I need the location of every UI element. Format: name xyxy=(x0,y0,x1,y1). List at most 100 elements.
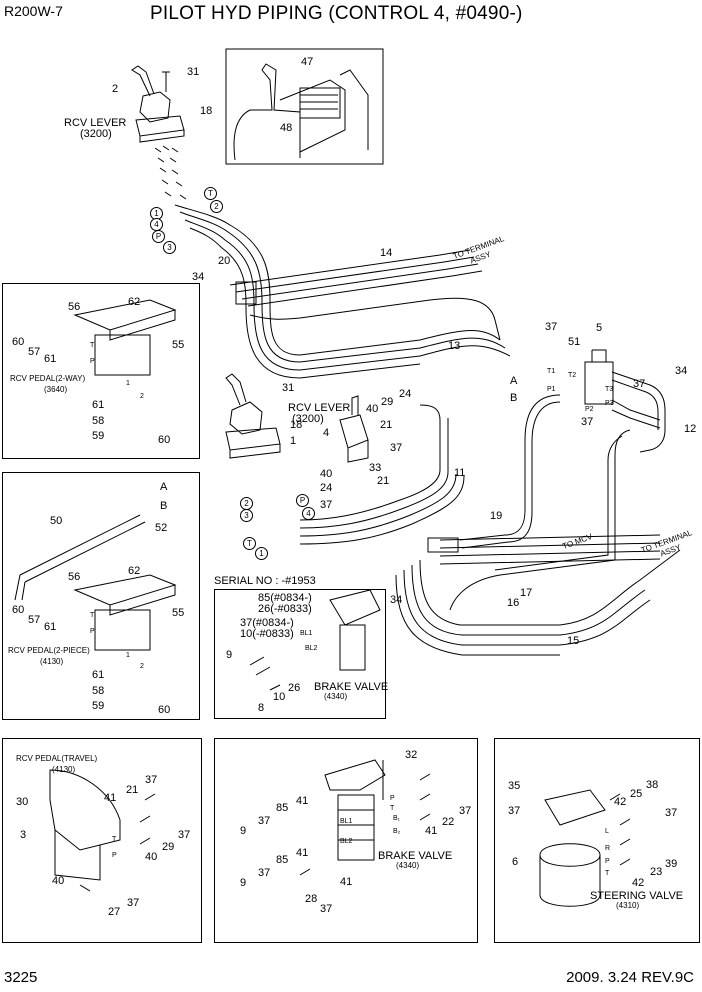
part-number: 16 xyxy=(507,597,520,609)
part-number: 62 xyxy=(128,296,141,308)
part-number: 56 xyxy=(68,571,81,583)
port-p1-label: P1 xyxy=(547,386,556,393)
port-a-label: A xyxy=(510,375,518,387)
part-number: 37 xyxy=(320,499,333,511)
port-label: T xyxy=(90,342,95,349)
part-number: 9 xyxy=(226,649,233,661)
part-number: 24 xyxy=(320,482,333,494)
circled-marker: 2 xyxy=(240,497,253,510)
part-number: 48 xyxy=(280,122,293,134)
port-t2-label: T2 xyxy=(568,372,577,379)
part-number: B xyxy=(160,500,168,512)
part-number: 21 xyxy=(380,419,393,431)
part-number: 42 xyxy=(632,877,645,889)
part-number: 61 xyxy=(44,353,57,365)
rcv-pedal-travel-box xyxy=(2,738,202,943)
circled-marker: 1 xyxy=(255,547,268,560)
part-number: 58 xyxy=(92,685,105,697)
port-label: T xyxy=(605,870,610,877)
part-number: 60 xyxy=(158,704,171,716)
rcv-pedal-travel-code: (4130) xyxy=(52,765,76,774)
part-number: 37 xyxy=(390,442,403,454)
port-b-label: B xyxy=(510,392,518,404)
model-code: R200W-7 xyxy=(4,3,63,19)
part-number: 42 xyxy=(614,796,627,808)
part-number: 30 xyxy=(16,796,29,808)
part-number: 12 xyxy=(684,423,697,435)
part-number: 41 xyxy=(296,795,309,807)
part-number: 61 xyxy=(92,399,105,411)
rcv-pedal-2piece-label: RCV PEDAL(2-PIECE) xyxy=(8,646,90,655)
part-number: 50 xyxy=(50,515,63,527)
port-label: 1 xyxy=(126,380,130,387)
circled-marker: 3 xyxy=(240,509,253,522)
part-number: 28 xyxy=(305,893,318,905)
part-number: 52 xyxy=(155,522,168,534)
port-label: 1 xyxy=(126,652,130,659)
port-label: T xyxy=(112,836,117,843)
circled-marker: T xyxy=(204,187,217,200)
part-number: 8 xyxy=(258,702,265,714)
part-number: 39 xyxy=(665,858,678,870)
part-number: 40 xyxy=(366,403,379,415)
part-number: 20 xyxy=(218,255,231,267)
circled-marker: 4 xyxy=(150,218,163,231)
part-number: 34 xyxy=(675,365,688,377)
part-number: 27 xyxy=(108,906,121,918)
part-number: 13 xyxy=(448,340,461,352)
steering-valve-code: (4310) xyxy=(616,901,640,910)
part-number: 51 xyxy=(568,336,581,348)
steering-valve-box xyxy=(494,738,700,943)
steering-valve-label: STEERING VALVE xyxy=(590,890,684,902)
circled-marker: 2 xyxy=(210,200,223,213)
part-number: 85 xyxy=(276,802,289,814)
page-number: 3225 xyxy=(4,969,38,986)
port-label: BL1 xyxy=(340,818,353,825)
part-number: 37 xyxy=(633,378,646,390)
part-number: 34 xyxy=(192,271,205,283)
part-number: 18 xyxy=(200,105,213,117)
port-label: P xyxy=(112,852,117,859)
part-number: 40 xyxy=(52,875,65,887)
part-number: 24 xyxy=(399,388,412,400)
part-number: 59 xyxy=(92,700,105,712)
part-number: 9 xyxy=(240,825,247,837)
part-number: 5 xyxy=(596,322,603,334)
part-number: 61 xyxy=(44,621,57,633)
part-number: 31 xyxy=(282,382,295,394)
serial-brake-label: BRAKE VALVE xyxy=(314,681,389,693)
part-number: 37 xyxy=(459,805,472,817)
part-number: 37 xyxy=(258,815,271,827)
port-label: B₂ xyxy=(393,828,401,835)
serial-line: 85(#0834-) xyxy=(258,592,312,604)
part-number: 4 xyxy=(323,427,330,439)
part-number: 47 xyxy=(301,56,314,68)
diagram-title: PILOT HYD PIPING (CONTROL 4, #0490-) xyxy=(150,3,523,24)
part-number: 57 xyxy=(28,614,41,626)
part-number: 41 xyxy=(340,876,353,888)
part-number: 21 xyxy=(126,784,139,796)
port-label: T xyxy=(390,805,395,812)
part-number: 3 xyxy=(20,829,27,841)
port-label: BL2 xyxy=(305,645,318,652)
port-label: P xyxy=(390,795,395,802)
part-number: 37 xyxy=(127,897,140,909)
port-label: L xyxy=(605,828,609,835)
part-number: 29 xyxy=(162,841,175,853)
serial-line: 10(-#0833) xyxy=(240,628,294,640)
part-number: 41 xyxy=(104,792,117,804)
brake-valve-label: BRAKE VALVE xyxy=(378,850,453,862)
part-number: 62 xyxy=(128,565,141,577)
part-number: 32 xyxy=(405,749,418,761)
part-number: 59 xyxy=(92,430,105,442)
port-label: T xyxy=(90,612,95,619)
serial-line: 26(-#0833) xyxy=(258,603,312,615)
part-number: 61 xyxy=(92,669,105,681)
part-number: 29 xyxy=(381,396,394,408)
part-number: 22 xyxy=(442,816,455,828)
part-number: 41 xyxy=(425,825,438,837)
port-p3-label: P3 xyxy=(605,400,614,407)
part-number: 37 xyxy=(665,807,678,819)
rcv-lever-top-code: (3200) xyxy=(80,128,112,140)
